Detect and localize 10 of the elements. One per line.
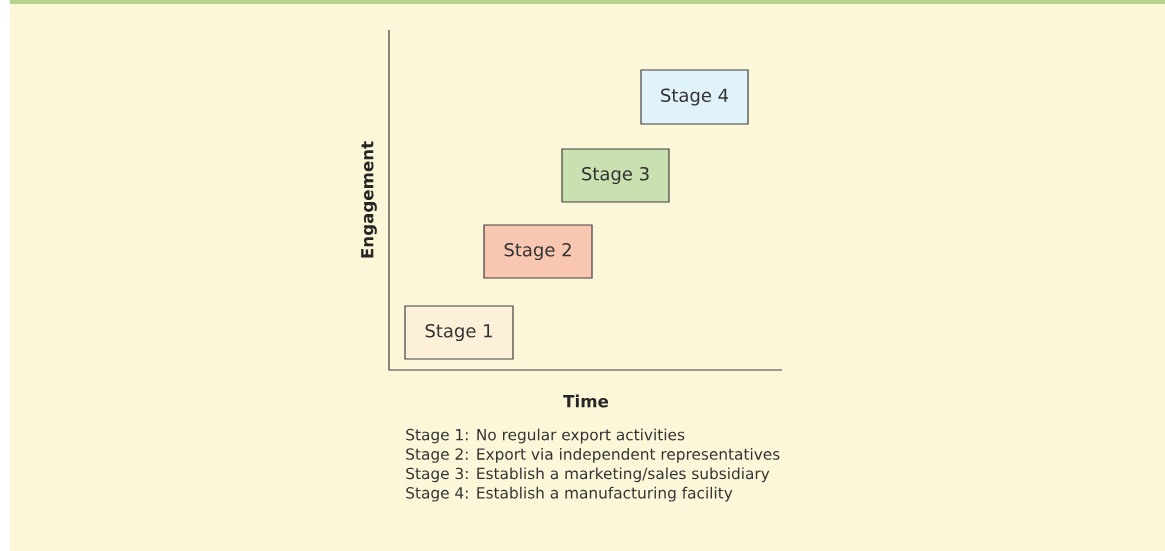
legend-text: Stage 1: No regular export activities: [406, 428, 685, 444]
stage-box: Stage 4: [640, 69, 749, 125]
axis-label: Time: [563, 394, 609, 408]
stage-box: Stage 2: [483, 224, 593, 279]
axis-label: Engagement: [361, 141, 377, 258]
legend-text: Stage 3: Establish a marketing/sales subsidiary: [406, 467, 770, 483]
legend-text: Stage 4: Establish a manufacturing facility: [406, 486, 733, 502]
stage-box: Stage 3: [561, 148, 670, 203]
stage-box: Stage 1: [404, 305, 514, 360]
legend-text: Stage 2: Export via independent representatives: [406, 448, 780, 463]
